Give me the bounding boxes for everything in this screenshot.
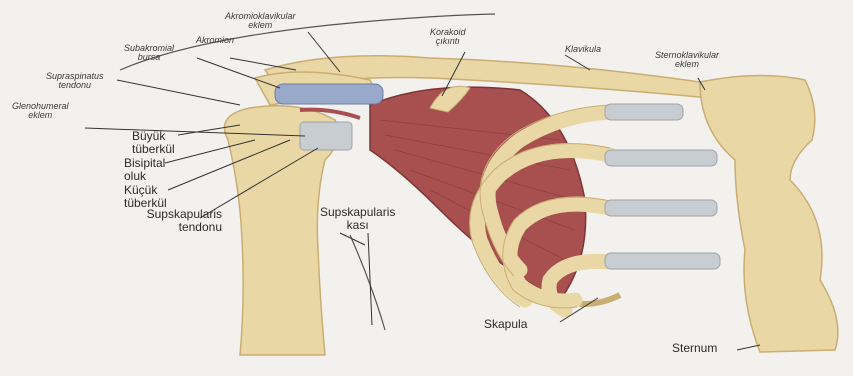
label-line: oluk [124, 170, 165, 183]
label-glenohumeral-eklem: Glenohumeral eklem [12, 102, 69, 121]
label-line: Supskapularis [118, 208, 222, 221]
sternum-bone [700, 75, 838, 352]
label-skapula: Skapula [484, 318, 527, 331]
label-sternoklavikular-eklem: Sternoklavikular eklem [655, 51, 719, 70]
label-line: Küçük [124, 184, 167, 197]
costal-cartilage-2 [605, 150, 717, 166]
label-line: tendonu [118, 221, 222, 234]
label-akromion: Akromion [196, 36, 234, 45]
label-line: bursa [124, 53, 174, 62]
label-klavikula: Klavikula [565, 45, 601, 54]
label-line: tendonu [46, 81, 104, 90]
costal-cartilage-4 [605, 253, 720, 269]
label-line: Bisipital [124, 157, 165, 170]
label-line: çıkıntı [430, 37, 466, 46]
costal-cartilage-3 [605, 200, 717, 216]
costal-cartilage-1 [605, 104, 683, 120]
arm-skin-outline [350, 235, 385, 330]
glenohumeral-cartilage [300, 122, 352, 150]
label-sternum: Sternum [672, 342, 717, 355]
label-korakoid-cikinti: Korakoid çıkıntı [430, 28, 466, 47]
label-line: eklem [225, 21, 296, 30]
subacromial-bursa [275, 84, 383, 104]
label-kucuk-tuberkul: Küçük tüberkül [124, 184, 167, 209]
label-supraspinatus-tendonu: Supraspinatus tendonu [46, 72, 104, 91]
label-subakromial-bursa: Subakromial bursa [124, 44, 174, 63]
label-supskapularis-tendonu: Supskapularis tendonu [118, 208, 222, 233]
label-buyuk-tuberkul: Büyük tüberkül [132, 130, 175, 155]
label-akromioklavikular-eklem: Akromioklavikular eklem [225, 12, 296, 31]
label-line: eklem [655, 60, 719, 69]
label-line: Supskapularis [320, 206, 395, 219]
label-line: tüberkül [132, 143, 175, 156]
costal-cartilages [605, 104, 720, 269]
label-supskapularis-kasi: Supskapularis kası [320, 206, 395, 231]
label-line: kası [320, 219, 395, 232]
label-bisipital-oluk: Bisipital oluk [124, 157, 165, 182]
label-line: Büyük [132, 130, 175, 143]
label-line: eklem [12, 111, 69, 120]
